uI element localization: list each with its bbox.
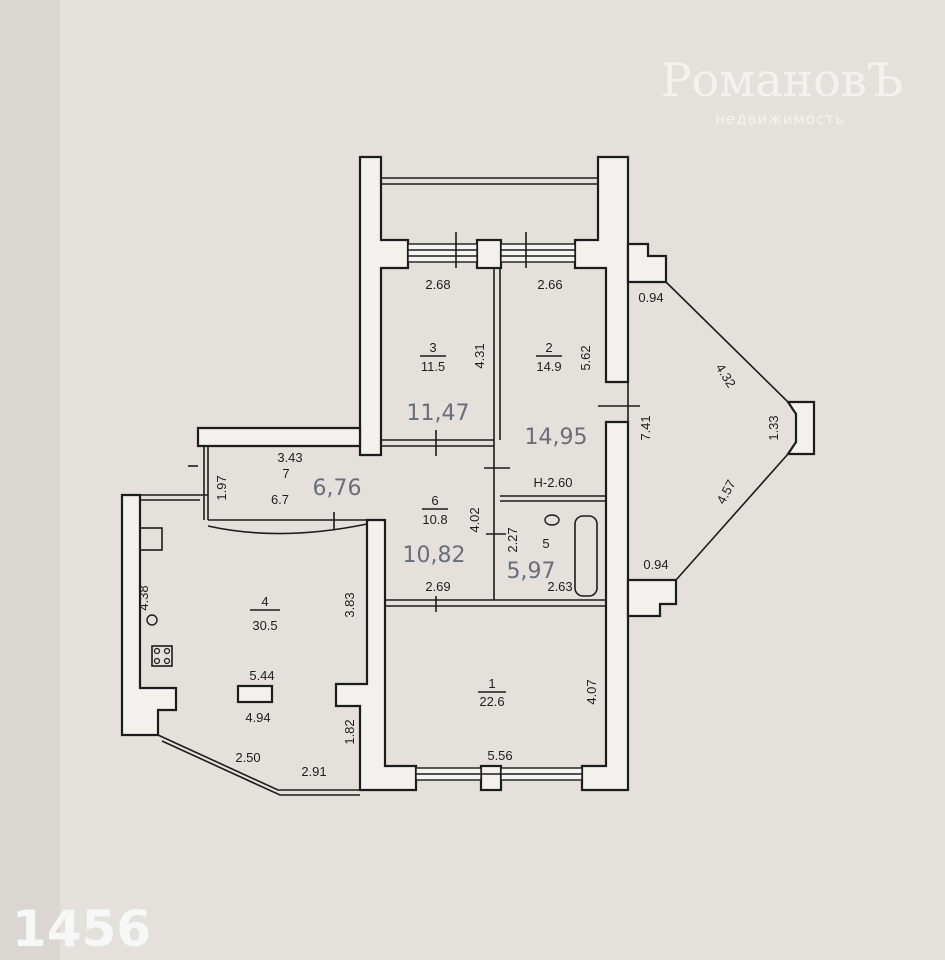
room6-area: 10.8 [422, 512, 447, 527]
watermark-subtitle: недвижимость [715, 110, 845, 128]
dim-balcony-bottom: 0.94 [643, 557, 668, 572]
room2-handwritten: 14,95 [525, 425, 588, 450]
dim-balcony-top: 0.94 [638, 290, 663, 305]
room3-number: 3 [429, 340, 436, 355]
wall-pier-bottom [479, 764, 503, 792]
dim-room1-height: 4.07 [584, 679, 599, 704]
dim-room7-width: 3.43 [277, 450, 302, 465]
listing-id: 1456 [12, 900, 151, 958]
room6-number: 6 [431, 493, 438, 508]
room4-area: 30.5 [252, 618, 277, 633]
room3-handwritten: 11,47 [407, 401, 470, 426]
dim-ceiling-height: H-2.60 [533, 475, 572, 490]
room6-handwritten: 10,82 [403, 543, 466, 568]
dim-pillar: 1.82 [342, 719, 357, 744]
windows [157, 243, 789, 796]
room5-handwritten: 5,97 [507, 559, 556, 584]
dim-island-width2: 4.94 [245, 710, 270, 725]
room-labels: 3 11.5 2 14.9 7 6.7 6 10.8 5 4 30.5 1 22… [250, 340, 562, 709]
dim-room2-side: 7.41 [638, 415, 653, 440]
walls [120, 155, 816, 792]
dim-room4-left: 4.38 [136, 585, 151, 610]
window-room3 [407, 243, 478, 263]
dim-island-width: 5.44 [249, 668, 274, 683]
room1-number: 1 [488, 676, 495, 691]
dim-room6-height: 4.02 [467, 507, 482, 532]
dim-room3-width: 2.68 [425, 277, 450, 292]
dim-room7-height: 1.97 [214, 475, 229, 500]
room2-number: 2 [545, 340, 552, 355]
washbasin-icon [544, 514, 560, 526]
dim-room3-height: 4.31 [472, 343, 487, 368]
wall-pier-top [475, 238, 503, 270]
room5-number: 5 [542, 536, 549, 551]
wall-kitchen-left [120, 493, 178, 737]
dim-room6-width: 2.69 [425, 579, 450, 594]
dimension-ticks [188, 232, 640, 612]
sink-icon [139, 527, 163, 551]
room3-area: 11.5 [421, 359, 445, 374]
dim-room2-width: 2.66 [537, 277, 562, 292]
dim-room1-width: 5.56 [487, 748, 512, 763]
room7-handwritten: 6,76 [313, 476, 362, 501]
dim-bay-left: 2.50 [235, 750, 260, 765]
wall-room7-top [196, 426, 362, 448]
partitions [140, 268, 606, 607]
room7-number: 7 [282, 466, 289, 481]
room4-number: 4 [261, 594, 268, 609]
dim-room2-height: 5.62 [578, 345, 593, 370]
stove-icon [151, 645, 173, 667]
room2-area: 14.9 [536, 359, 561, 374]
dim-bath-width: 2.63 [547, 579, 572, 594]
dim-bay-right: 2.91 [301, 764, 326, 779]
top-balcony [381, 177, 598, 185]
balcony-block-top [626, 242, 668, 284]
window-room2 [500, 243, 576, 263]
wall-room3-left [358, 155, 410, 457]
dim-bath-height: 2.27 [505, 527, 520, 552]
fixtures [139, 514, 598, 704]
watermark-brand: РомановЪ [661, 53, 904, 107]
dim-balcony-end: 1.33 [766, 415, 781, 440]
bathtub-icon [574, 515, 598, 597]
wall-room2-right [573, 155, 630, 384]
room1-area: 22.6 [479, 694, 504, 709]
dimension-labels: 2.68 2.66 4.31 5.62 3.43 1.97 4.02 2.69 … [136, 277, 781, 779]
dim-room4-right: 3.83 [342, 592, 357, 617]
boiler-icon [146, 614, 158, 626]
kitchen-column [236, 684, 274, 704]
paper-shadow [0, 0, 60, 960]
handwritten-areas: 11,47 14,95 6,76 10,82 5,97 [313, 401, 588, 584]
room7-area: 6.7 [271, 492, 289, 507]
